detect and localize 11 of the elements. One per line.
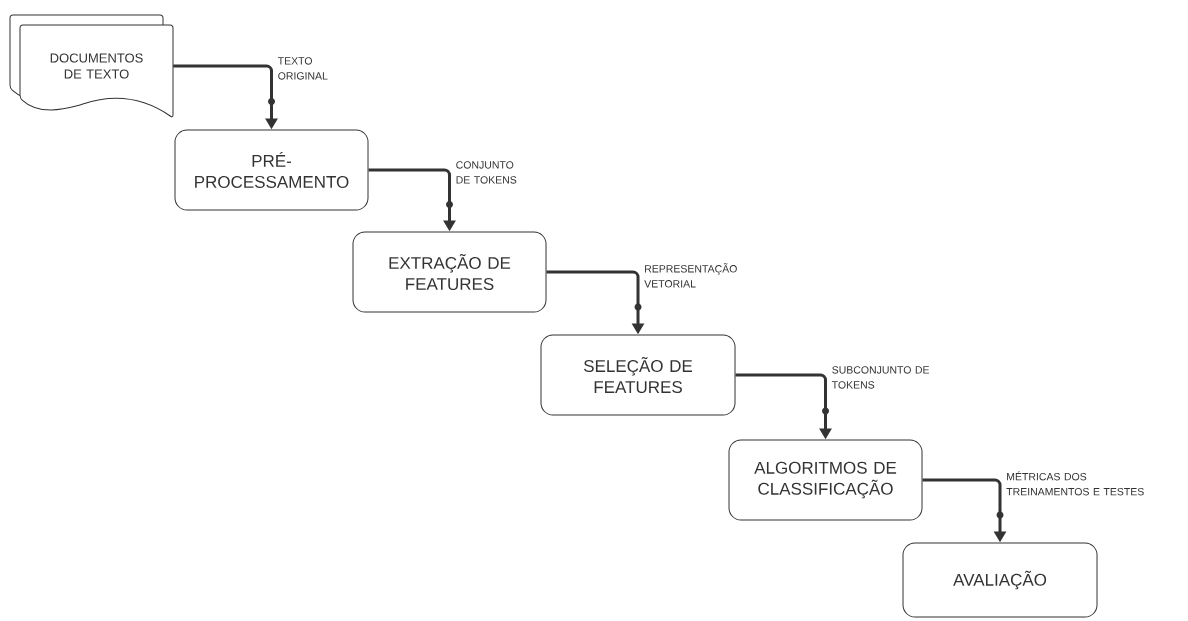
document-stack: DOCUMENTOS DE TEXTO [9,14,174,118]
edge-label: MÉTRICAS DOS TREINAMENTOS E TESTES [1006,471,1144,496]
process-box: PRÉ-PROCESSAMENTO [174,129,369,211]
edge-label: SUBCONJUNTO DE TOKENS [831,366,930,389]
edge-label: TEXTO ORIGINAL [277,57,328,80]
edge-label: REPRESENTAÇÃO VETORIAL [644,263,737,288]
process-box: AVALIAÇÃO [902,542,1098,618]
edge-label: CONJUNTO DE TOKENS [456,161,517,184]
process-box: ALGORITMOS DE CLASSIFICAÇÃO [728,439,923,521]
process-box: EXTRAÇÃO DE FEATURES [352,231,547,313]
process-box: SELEÇÃO DE FEATURES [540,334,736,416]
